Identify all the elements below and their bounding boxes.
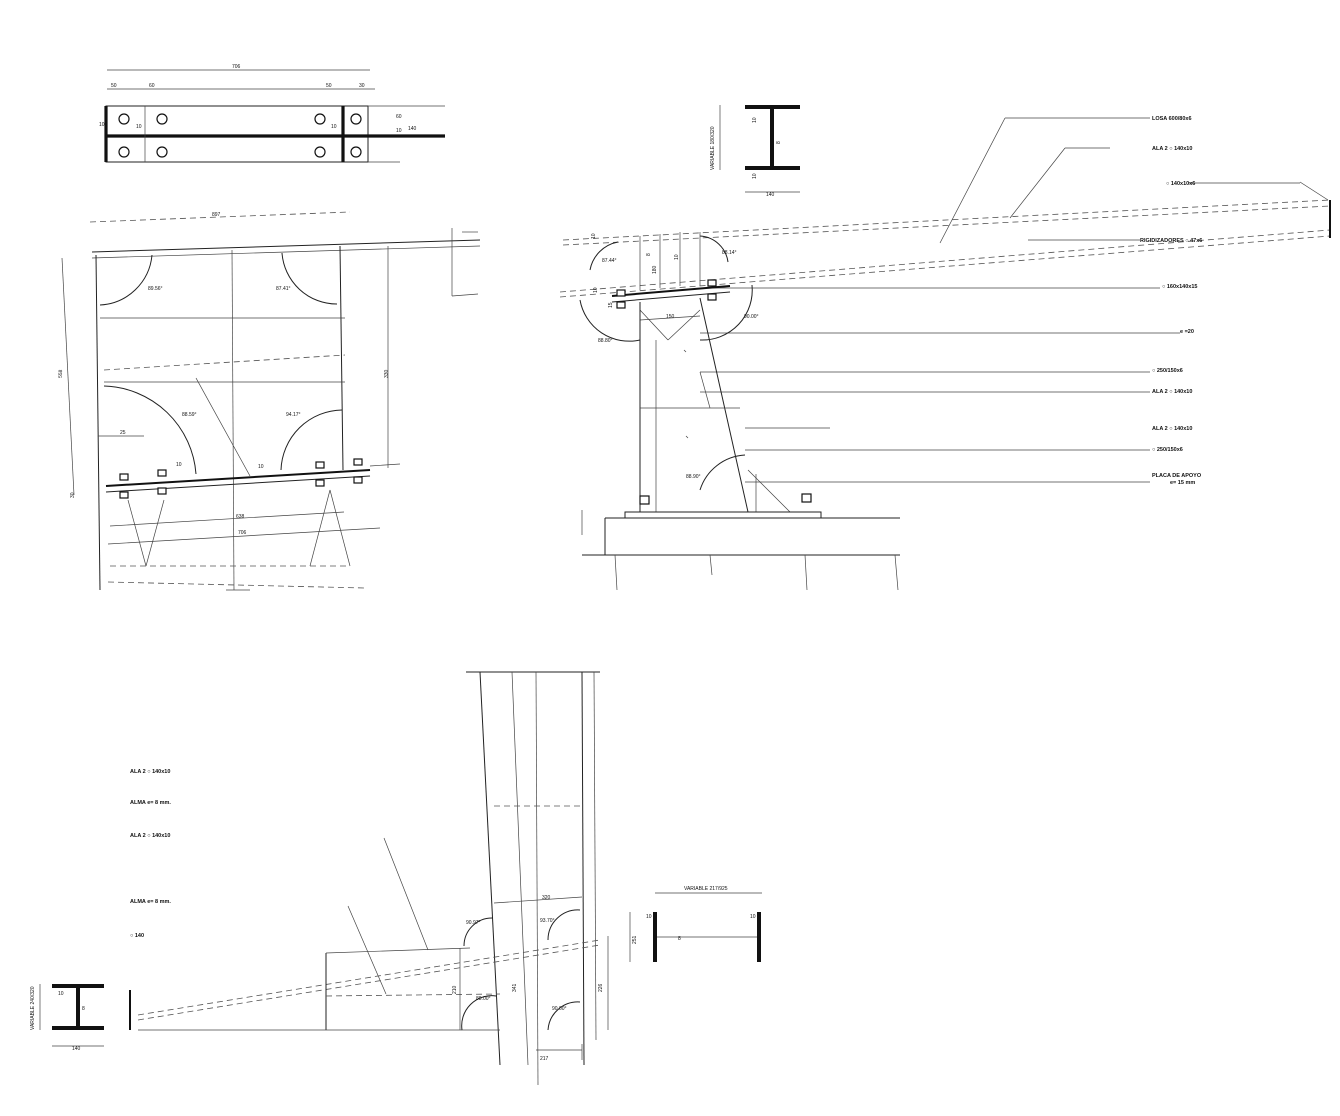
angle-bl: 88.59° — [182, 412, 197, 418]
callout-ala-3: ALA 2 ○ 140x10 — [1152, 426, 1192, 432]
right-section-label: VARIABLE 217/925 — [684, 886, 728, 892]
callout-ala-2: ALA 2 ○ 140x10 — [1152, 389, 1192, 395]
dim-overall: 706 — [232, 64, 241, 70]
right-section-right: 10 — [750, 914, 756, 920]
callout-thickness: e =20 — [1180, 329, 1194, 335]
callout-base-thickness: e= 15 mm — [1170, 480, 1195, 486]
right-section-height: 251 — [632, 935, 638, 944]
dim-top-width: 897 — [212, 212, 221, 218]
callout-web-2: ○ 250/150x6 — [1152, 447, 1183, 453]
knee-dim-v2: 341 — [512, 983, 518, 992]
callout-base-plate: PLACA DE APOYO — [1152, 473, 1202, 479]
callout-web-1: ○ 250/150x6 — [1152, 368, 1183, 374]
plate-plan-view: 706 50 60 50 30 10 10 10 60 10 140 — [99, 64, 445, 163]
support-dim-10b: 10 — [593, 287, 599, 293]
support-angle-5: 88.90° — [686, 474, 701, 480]
angle-tl: 89.56° — [148, 286, 163, 292]
support-angle-1: 87.44° — [602, 258, 617, 264]
knee-callout-2: ALMA e= 8 mm. — [130, 800, 171, 806]
support-dim-15: 15 — [608, 302, 614, 308]
angle-tr: 87.41° — [276, 286, 291, 292]
beam-flange-top: 10 — [752, 117, 758, 123]
support-dim-v2: 180 — [652, 265, 658, 274]
beam-section-view: VARIABLE 180/320 10 8 10 140 — [710, 105, 800, 198]
support-angle-4: 88.80° — [598, 338, 613, 344]
small-section-width: 140 — [72, 1046, 81, 1052]
small-section-view: VARIABLE 240/320 10 8 140 — [30, 984, 104, 1052]
bolt-group — [118, 113, 362, 158]
right-section-web: 8 — [678, 936, 681, 942]
dim-bottom-inner: 638 — [236, 514, 245, 520]
knee-callout-4: ALMA e= 8 mm. — [130, 899, 171, 905]
support-dim-150: 150 — [666, 314, 675, 320]
knee-callout-5: ○ 140 — [130, 933, 144, 939]
beam-web: 8 — [776, 141, 782, 144]
beam-width: 140 — [766, 192, 775, 198]
dim-d2: 60 — [149, 83, 155, 89]
small-section-top: 10 — [58, 991, 64, 997]
callout-ala-1: ALA 2 ○ 140x10 — [1152, 146, 1192, 152]
angle-br: 94.17° — [286, 412, 301, 418]
node-detail-view: 897 89.56° 87.41° 88.59° 94.17° 558 330 — [58, 211, 481, 591]
right-section-left: 10 — [646, 914, 652, 920]
knee-angle-2: 93.70° — [540, 918, 555, 924]
small-section-label: VARIABLE 240/320 — [30, 986, 36, 1030]
dim-h3: 140 — [408, 126, 417, 132]
knee-angle-4: 90.00° — [552, 1006, 567, 1012]
dim-h2: 10 — [396, 128, 402, 134]
right-section-view: VARIABLE 217/925 251 10 8 10 — [629, 886, 762, 962]
support-dim-v3: 10 — [674, 254, 680, 260]
dim-d3: 50 — [326, 83, 332, 89]
knee-callout-3: ALA 2 ○ 140x10 — [130, 833, 170, 839]
dim-d4: 30 — [359, 83, 365, 89]
support-detail-view: LOSA 600/80x6 ALA 2 ○ 140x10 ○ 140x10x6 … — [559, 116, 1331, 591]
support-angle-2: 88.14° — [722, 250, 737, 256]
dim-s3: 10 — [331, 124, 337, 130]
knee-bottom-dim: 217 — [540, 1056, 549, 1062]
dim-right: 330 — [384, 369, 390, 378]
dim-h1: 60 — [396, 114, 402, 120]
beam-section-label: VARIABLE 180/320 — [710, 126, 716, 170]
dim-small: 25 — [120, 430, 126, 436]
support-angle-3: 90.00° — [744, 314, 759, 320]
dim-d1: 50 — [111, 83, 117, 89]
callout-losa: LOSA 600/80x6 — [1152, 116, 1192, 122]
dim-gap1: 10 — [176, 462, 182, 468]
knee-callout-1: ALA 2 ○ 140x10 — [130, 769, 170, 775]
dim-edge: 30 — [70, 492, 76, 498]
callout-plate: ○ 160x140x15 — [1162, 284, 1197, 290]
beam-flange-bot: 10 — [752, 173, 758, 179]
support-dim-v1: 8 — [646, 253, 652, 256]
dim-s1: 10 — [99, 122, 105, 128]
dim-left: 558 — [58, 369, 64, 378]
callout-tube: ○ 140x10x6 — [1166, 181, 1195, 187]
dim-s2: 10 — [136, 124, 142, 130]
knee-top-dim: 320 — [542, 895, 551, 901]
knee-dim-v3: 226 — [598, 983, 604, 992]
dim-gap2: 10 — [258, 464, 264, 470]
knee-angle-3: 88.00° — [476, 996, 491, 1002]
support-dim-10: 10 — [591, 233, 597, 239]
small-section-web: 8 — [82, 1006, 85, 1012]
callout-rigidizadores: RIGIDIZADORES ○ 47x6 — [1140, 238, 1202, 244]
node-bolts — [119, 458, 363, 499]
knee-angle-1: 90.97° — [466, 920, 481, 926]
knee-detail-view: ALA 2 ○ 140x10 ALMA e= 8 mm. ALA 2 ○ 140… — [129, 671, 609, 1086]
knee-dim-v1: 210 — [452, 985, 458, 994]
dim-bottom-outer: 706 — [238, 530, 247, 536]
